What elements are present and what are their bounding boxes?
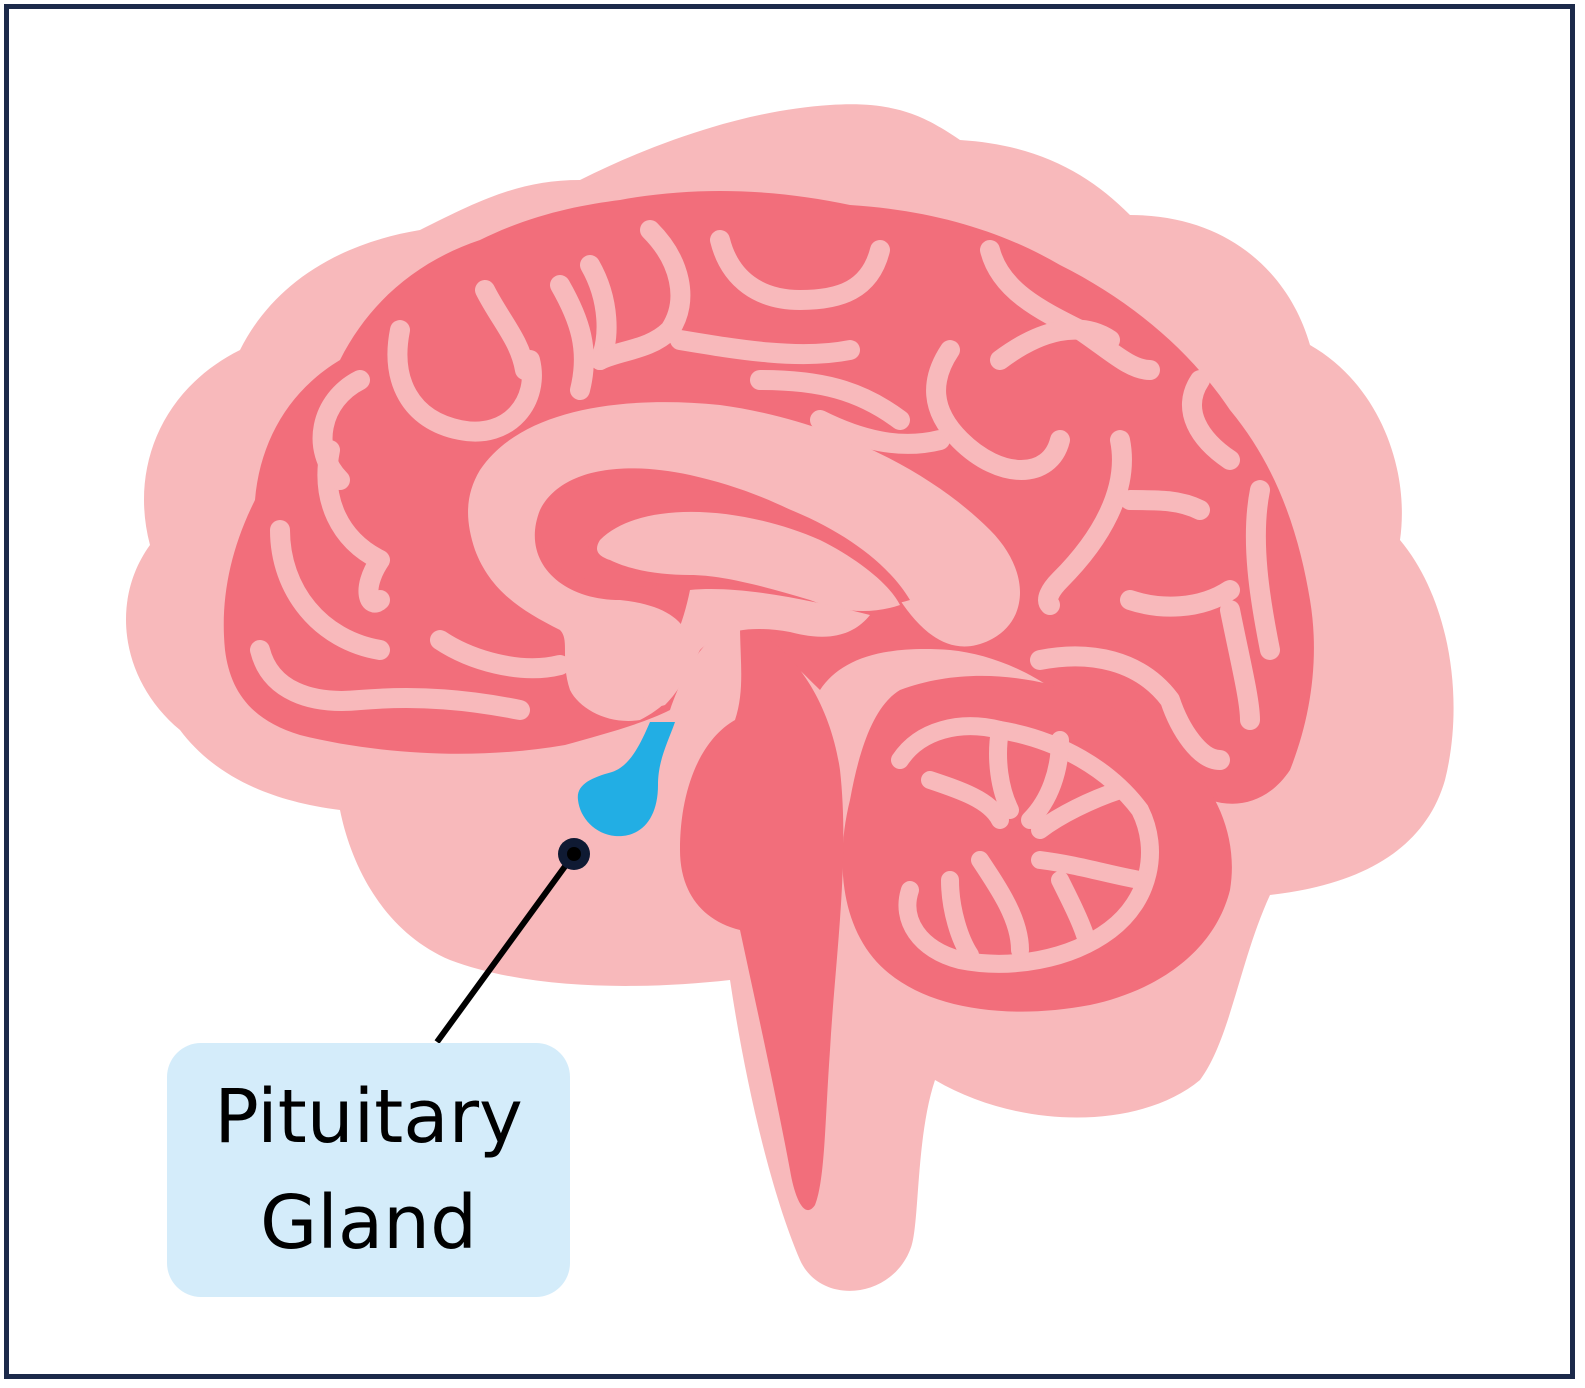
cerebellum — [842, 675, 1232, 1012]
brainstem — [680, 625, 844, 1211]
leader-marker-center — [567, 847, 581, 861]
diencephalon-gap — [643, 589, 870, 707]
corpus-callosum — [468, 402, 1020, 721]
sulci — [250, 220, 1280, 770]
leader-line — [434, 852, 577, 1044]
cerebellum-folia — [891, 717, 1159, 973]
pituitary-gland — [577, 722, 675, 837]
pituitary-label-box: Pituitary Gland — [167, 1043, 570, 1297]
thalamus — [597, 511, 900, 612]
pituitary-label-text: Pituitary Gland — [214, 1074, 523, 1266]
